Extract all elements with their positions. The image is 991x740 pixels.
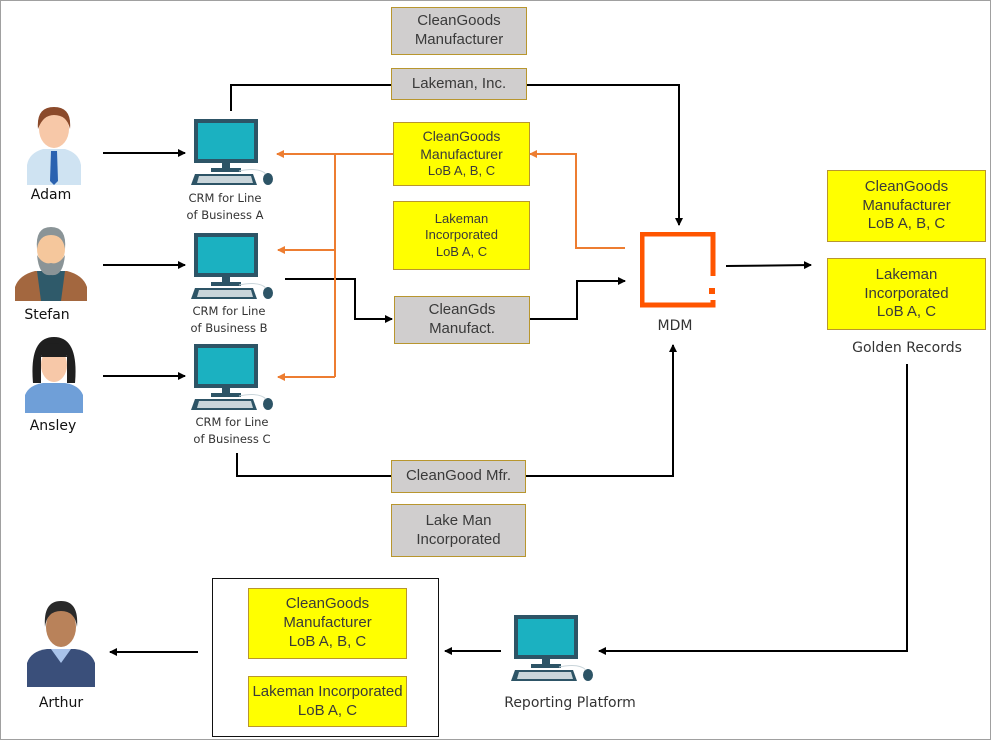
record-line: Manufacturer	[283, 614, 372, 632]
user-stefan-icon	[15, 227, 87, 301]
golden-record-box: CleanGoods Manufacturer LoB A, B, C	[827, 170, 986, 242]
record-line: LoB A, B, C	[288, 632, 367, 650]
label-line: of Business B	[190, 320, 268, 335]
source-record-box: CleanGoods Manufacturer	[391, 7, 527, 55]
record-line: LoB A, B, C	[427, 163, 496, 179]
record-line: CleanGoods	[422, 128, 501, 145]
crm-a-label: CRM for Line of Business A	[177, 190, 273, 223]
user-arthur-icon	[27, 601, 95, 687]
source-record-box: Lake Man Incorporated	[391, 504, 526, 557]
user-ansley-icon	[25, 337, 83, 413]
mdm-label: MDM	[657, 318, 693, 334]
label-line: CRM for Line	[188, 191, 262, 205]
arrow-record-to-mdm	[529, 277, 626, 320]
label-line: of Business A	[186, 207, 264, 222]
record-line: Manufacturer	[414, 31, 504, 48]
computer-icon	[191, 233, 273, 299]
computer-icon	[191, 119, 273, 185]
record-line: Lake Man	[425, 511, 492, 529]
record-line: LoB A, C	[435, 243, 488, 259]
user-name: Ansley	[29, 418, 77, 434]
golden-record-box: Lakeman Incorporated LoB A, C	[827, 258, 986, 330]
record-line: Incorporated	[416, 530, 501, 548]
report-record-box: CleanGoods Manufacturer LoB A, B, C	[248, 588, 407, 659]
computer-icon	[511, 615, 593, 681]
arrow-crm-c-to-mdm	[236, 344, 677, 477]
record-line: Lakeman	[434, 211, 489, 227]
arrow-golden-to-reporting	[598, 364, 908, 655]
crm-b-label: CRM for Line of Business B	[181, 303, 277, 336]
arrow-crm-b-to-record	[285, 278, 393, 323]
record-line: Lakeman Incorporated	[252, 682, 403, 700]
crm-c-label: CRM for Line of Business C	[184, 414, 280, 447]
source-record-box: CleanGds Manufact.	[394, 296, 530, 344]
record-line: Manufacturer	[420, 145, 503, 162]
record-line: Lakeman, Inc.	[411, 74, 507, 92]
record-line: LoB A, C	[876, 303, 937, 321]
reporting-platform-label: Reporting Platform	[504, 695, 636, 711]
record-line: Manufact.	[429, 320, 495, 337]
record-line: LoB A, B, C	[867, 215, 946, 233]
user-name: Stefan	[24, 307, 70, 323]
source-record-box: Lakeman, Inc.	[391, 68, 527, 100]
golden-records-label: Golden Records	[852, 340, 962, 356]
record-line: LoB A, C	[297, 701, 358, 719]
record-line: CleanGds	[428, 301, 496, 319]
source-record-box: CleanGood Mfr.	[391, 460, 526, 493]
label-line: CRM for Line	[192, 304, 266, 318]
record-line: Manufacturer	[862, 196, 951, 214]
label-line: CRM for Line	[195, 415, 269, 429]
user-name: Adam	[30, 187, 72, 203]
user-adam-icon	[27, 107, 81, 185]
synced-record-box: CleanGoods Manufacturer LoB A, B, C	[393, 122, 530, 186]
record-line: CleanGoods	[285, 595, 370, 613]
sync-arrow-mdm-to-record	[529, 150, 625, 249]
report-output-container	[212, 578, 439, 737]
record-line: CleanGood Mfr.	[405, 467, 512, 485]
record-line: CleanGoods	[417, 12, 501, 30]
synced-record-box: Lakeman Incorporated LoB A, C	[393, 201, 530, 270]
computer-icon	[191, 344, 273, 410]
user-name: Arthur	[38, 695, 84, 711]
record-line: Incorporated	[864, 284, 949, 302]
arrow-mdm-to-golden	[725, 261, 812, 270]
record-line: CleanGoods	[864, 177, 949, 195]
record-line: Incorporated	[425, 227, 498, 243]
record-line: Lakeman	[875, 265, 938, 283]
label-line: of Business C	[193, 431, 271, 446]
report-record-box: Lakeman Incorporated LoB A, C	[248, 676, 407, 727]
mdm-logo-icon	[640, 232, 716, 308]
